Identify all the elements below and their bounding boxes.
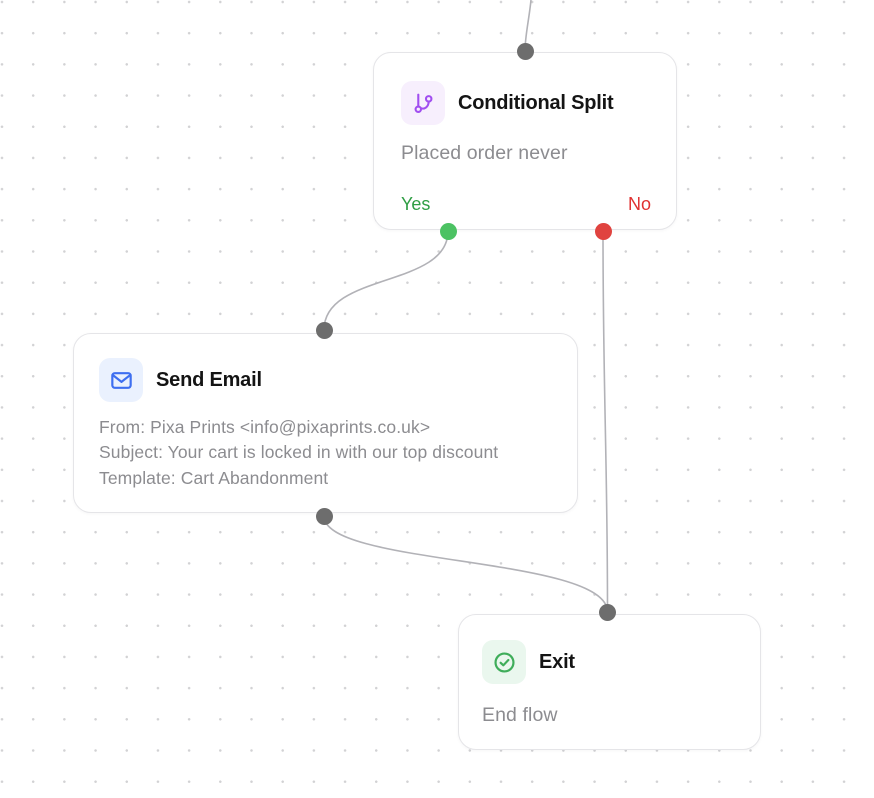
node-title: Send Email: [156, 368, 262, 391]
condition-summary: Placed order never: [401, 142, 568, 164]
node-header: Send Email: [99, 358, 262, 402]
yes-output-port[interactable]: [439, 222, 457, 240]
exit-input-port[interactable]: [599, 603, 616, 621]
email-subject-line: Subject: Your cart is locked in with our…: [99, 442, 499, 463]
conditional-split-input-port[interactable]: [516, 43, 534, 60]
yes-branch-label: Yes: [401, 194, 431, 214]
node-exit[interactable]: Exit End flow: [458, 614, 761, 750]
edge-yes-to-send-email: [323, 230, 449, 331]
split-branch-icon: [401, 81, 445, 125]
edge-send-email-to-exit: [323, 515, 609, 613]
node-title: Conditional Split: [458, 91, 614, 114]
email-from-line: From: Pixa Prints <info@pixaprints.co.uk…: [99, 417, 431, 437]
email-envelope-icon: [99, 358, 143, 402]
exit-summary: End flow: [482, 704, 558, 726]
node-send-email[interactable]: Send Email From: Pixa Prints <info@pixap…: [73, 333, 578, 513]
no-output-port[interactable]: [594, 222, 612, 240]
node-header: Conditional Split: [401, 81, 614, 125]
node-conditional-split[interactable]: Conditional Split Placed order never Yes…: [373, 52, 677, 230]
edge-no-to-exit: [602, 230, 609, 613]
node-title: Exit: [539, 650, 575, 673]
no-branch-label: No: [627, 194, 651, 214]
send-email-output-port[interactable]: [315, 507, 333, 525]
email-template-line: Template: Cart Abandonment: [99, 467, 329, 488]
email-details: From: Pixa Prints <info@pixaprints.co.uk…: [99, 415, 498, 491]
node-header: Exit: [482, 640, 575, 684]
check-circle-icon: [482, 640, 526, 684]
send-email-input-port[interactable]: [315, 321, 333, 339]
